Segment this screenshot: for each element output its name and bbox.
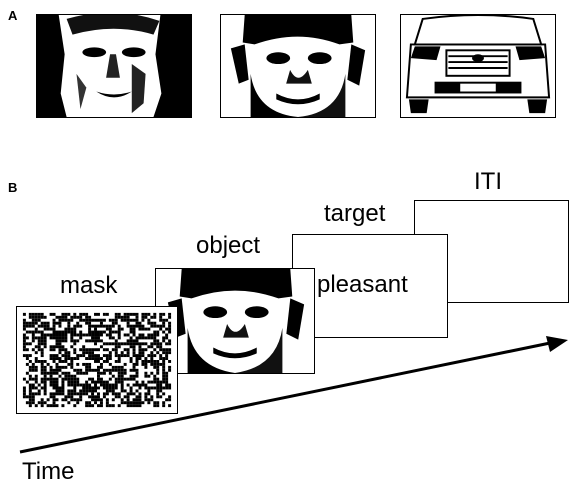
noise-mask-icon: [17, 307, 177, 413]
target-word: pleasant: [317, 271, 408, 298]
car-thumbnail: [400, 14, 556, 118]
object-label: object: [196, 232, 261, 259]
time-label: Time: [22, 458, 75, 485]
mask-frame: [16, 306, 178, 414]
panel-a-letter: A: [8, 8, 18, 23]
mask-label: mask: [60, 272, 118, 299]
object-frame: [155, 268, 315, 374]
car-front-photo-icon: [401, 15, 555, 117]
white-face-photo-icon: [37, 15, 191, 117]
white-face-thumbnail: [36, 14, 192, 118]
iti-label: ITI: [474, 168, 502, 195]
time-arrow-head: [546, 336, 568, 352]
black-face-thumbnail: [220, 14, 376, 118]
target-label: target: [324, 200, 386, 227]
target-frame: pleasant: [292, 234, 448, 338]
black-face-photo-icon: [156, 269, 314, 373]
panel-b-letter: B: [8, 180, 18, 195]
black-face-photo-icon: [221, 15, 375, 117]
